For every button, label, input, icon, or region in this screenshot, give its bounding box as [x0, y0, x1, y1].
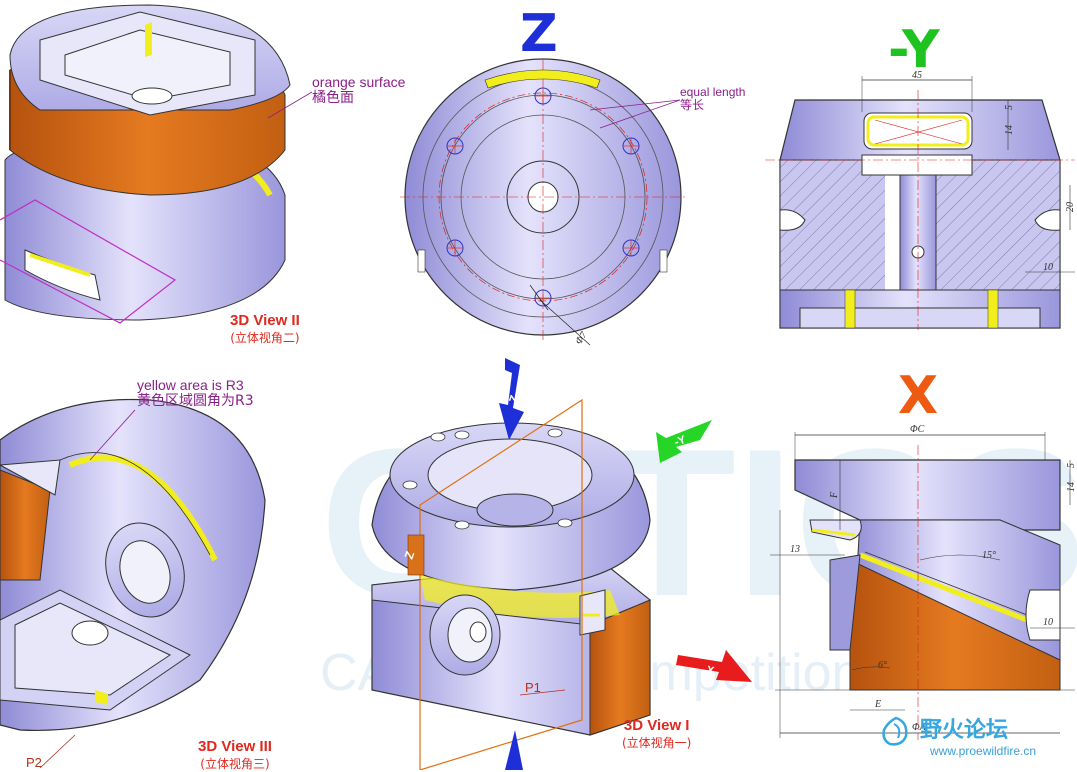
equal-length-en: equal length	[680, 85, 746, 99]
view2-title-en: 3D View II	[230, 312, 300, 329]
svg-text:-Y: -Y	[673, 434, 688, 449]
view1-title-en: 3D View I	[623, 717, 690, 734]
view1-title-cn: (立体视角一)	[622, 736, 692, 750]
view2-title-cn: (立体视角二)	[230, 331, 300, 345]
x-view-drawing: ΦC 5 14 F 13 15° 10 6° E ΦA	[770, 424, 1077, 740]
orange-surface-cn: 橘色面	[312, 90, 354, 106]
equal-length-note: equal length 等长	[680, 86, 745, 112]
dim-14b: 14	[1066, 482, 1077, 492]
yellow-area-note: yellow area is R3 黄色区域圆角为R3	[137, 377, 254, 409]
arrow-x[interactable]: X	[676, 650, 752, 682]
dim-20: 20	[1065, 202, 1076, 212]
yellow-area-cn: 黄色区域圆角为R3	[137, 393, 254, 409]
dim-phi7: Φ7	[573, 329, 590, 346]
arrow-neg-y[interactable]: -Y	[656, 420, 712, 463]
neg-y-view-drawing: 45 5 14 20 10	[765, 70, 1076, 330]
view3-model	[0, 398, 266, 769]
z-view-drawing: Φ7	[400, 58, 688, 347]
orange-surface-leader	[267, 91, 313, 119]
dim-13: 13	[790, 544, 800, 555]
plane-z-label: Z	[402, 549, 418, 561]
arrow-z-up[interactable]	[505, 730, 523, 770]
dim-10: 10	[1043, 262, 1053, 273]
equal-length-cn: 等长	[680, 98, 705, 112]
orange-surface-note: orange surface 橘色面	[312, 74, 405, 106]
z-axis-heading: Z	[520, 4, 558, 64]
dim-14: 14	[1004, 125, 1015, 135]
view1-title: 3D View I (立体视角一)	[622, 717, 691, 751]
dim-F: F	[829, 491, 840, 499]
point-p2-label: P2	[26, 755, 42, 770]
x-axis-heading: X	[898, 366, 939, 426]
dim-phiC: ΦC	[910, 424, 925, 435]
view3-title-en: 3D View III	[198, 738, 272, 755]
orange-surface-en: orange surface	[312, 74, 406, 90]
forum-logo-icon	[876, 712, 916, 752]
dim-phiA: ΦA	[912, 722, 927, 733]
svg-text:Z: Z	[506, 393, 522, 404]
neg-y-axis-heading: -Y	[888, 20, 940, 80]
dim-5b: 5	[1066, 463, 1077, 468]
dim-5: 5	[1004, 105, 1015, 110]
svg-text:X: X	[705, 664, 715, 677]
forum-site: www.proewildfire.cn	[930, 744, 1037, 758]
point-p1-label: P1	[525, 680, 541, 695]
view1-model: Z	[371, 398, 651, 770]
dim-E: E	[874, 699, 881, 710]
yellow-area-en: yellow area is R3	[137, 377, 244, 393]
view2-title: 3D View II (立体视角二)	[230, 312, 300, 346]
dim-angle6: 6°	[878, 660, 887, 671]
view2-model	[0, 4, 291, 324]
arrow-z-down[interactable]: Z	[499, 358, 524, 440]
view3-title: 3D View III (立体视角三)	[198, 738, 272, 772]
view3-title-cn: (立体视角三)	[200, 757, 270, 771]
dim-angle15: 15°	[982, 550, 996, 561]
dim-45: 45	[912, 70, 922, 81]
dim-10b: 10	[1043, 617, 1053, 628]
forum-name: 野火论坛	[920, 718, 1009, 743]
